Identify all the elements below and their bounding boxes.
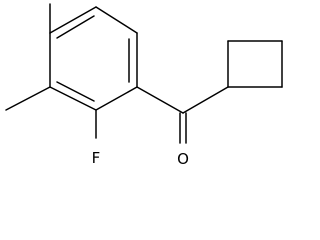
chemical-structure: F O [5, 3, 283, 168]
carbonyl-cyclobutyl-bond [182, 86, 229, 114]
fluorine-atom-label: F [92, 149, 101, 167]
ring-bond-c2-c3 [95, 86, 138, 111]
aryl-carbonyl-bond [136, 86, 184, 114]
oxygen-atom-label: O [177, 150, 189, 168]
benzene-ring [49, 6, 138, 111]
ring-bond-c5-c6 [49, 6, 97, 34]
ring-double-bond-inner-2 [56, 81, 95, 102]
ring-bond-c3-c4 [49, 86, 97, 111]
ring-double-bond-inner-3 [56, 15, 95, 39]
ring-bond-c6-c1 [95, 6, 138, 34]
cyclobutane-ring [227, 40, 283, 88]
methyl-bond-left [5, 86, 51, 111]
